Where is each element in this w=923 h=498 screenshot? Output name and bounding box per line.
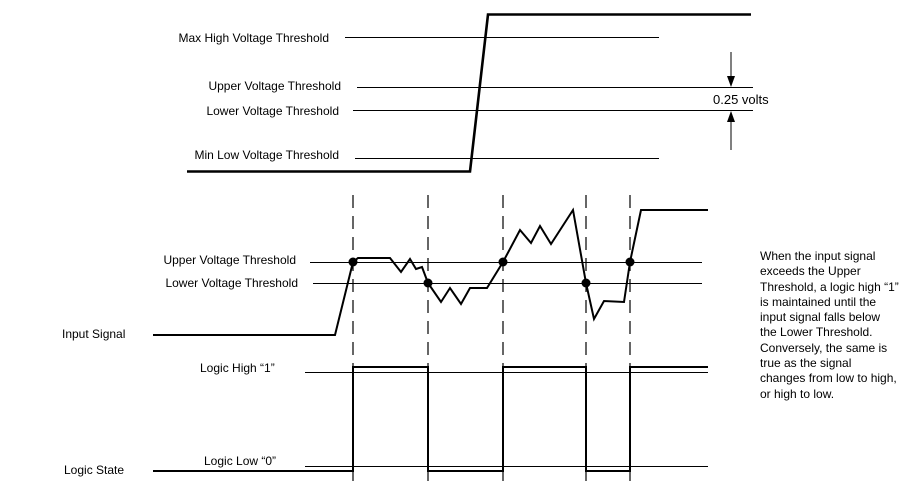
upper-threshold-label-top: Upper Voltage Threshold xyxy=(208,79,341,93)
crossing-point-1 xyxy=(348,257,358,267)
note-line: Threshold, a logic high “1” xyxy=(760,279,899,294)
crossing-point-5 xyxy=(625,257,635,267)
logic-high-label: Logic High “1” xyxy=(200,361,275,375)
note-line: the Lower Threshold. xyxy=(760,325,873,340)
hysteresis-value-label: 0.25 volts xyxy=(713,92,769,107)
note-line: changes from low to high, xyxy=(760,371,897,386)
note-line: When the input signal xyxy=(760,249,876,263)
logic-state-waveform xyxy=(153,366,708,472)
note-line: is maintained until the xyxy=(760,294,877,309)
min-low-threshold-label: Min Low Voltage Threshold xyxy=(194,148,339,162)
lower-threshold-label-bottom: Lower Voltage Threshold xyxy=(165,276,298,290)
transition-waveform xyxy=(187,13,751,173)
explanation-note: When the input signal exceeds the Upper … xyxy=(760,249,920,402)
note-line: or high to low. xyxy=(760,386,835,401)
note-line: Conversely, the same is xyxy=(760,340,888,355)
arrow-down-icon xyxy=(727,76,735,87)
crossing-point-2 xyxy=(423,278,433,288)
upper-threshold-label-bottom: Upper Voltage Threshold xyxy=(163,253,296,267)
crossing-points xyxy=(348,257,635,288)
crossing-markers xyxy=(352,195,631,488)
top-threshold-panel: Max High Voltage Threshold Upper Voltage… xyxy=(178,13,772,173)
note-line: true as the signal xyxy=(760,356,852,371)
crossing-point-3 xyxy=(498,257,508,267)
input-signal-label: Input Signal xyxy=(62,327,125,341)
note-line: exceeds the Upper xyxy=(760,264,861,279)
logic-low-label: Logic Low “0” xyxy=(204,454,276,468)
arrow-up-icon xyxy=(727,111,735,122)
lower-threshold-label-top: Lower Voltage Threshold xyxy=(206,104,339,118)
note-line: input signal falls below xyxy=(760,310,881,325)
hysteresis-dimension xyxy=(727,52,735,150)
crossing-point-4 xyxy=(581,278,591,288)
logic-state-label: Logic State xyxy=(64,463,124,477)
max-high-threshold-label: Max High Voltage Threshold xyxy=(178,31,329,45)
input-signal-waveform xyxy=(153,207,708,336)
bottom-signal-panel: Upper Voltage Threshold Lower Voltage Th… xyxy=(62,195,708,488)
